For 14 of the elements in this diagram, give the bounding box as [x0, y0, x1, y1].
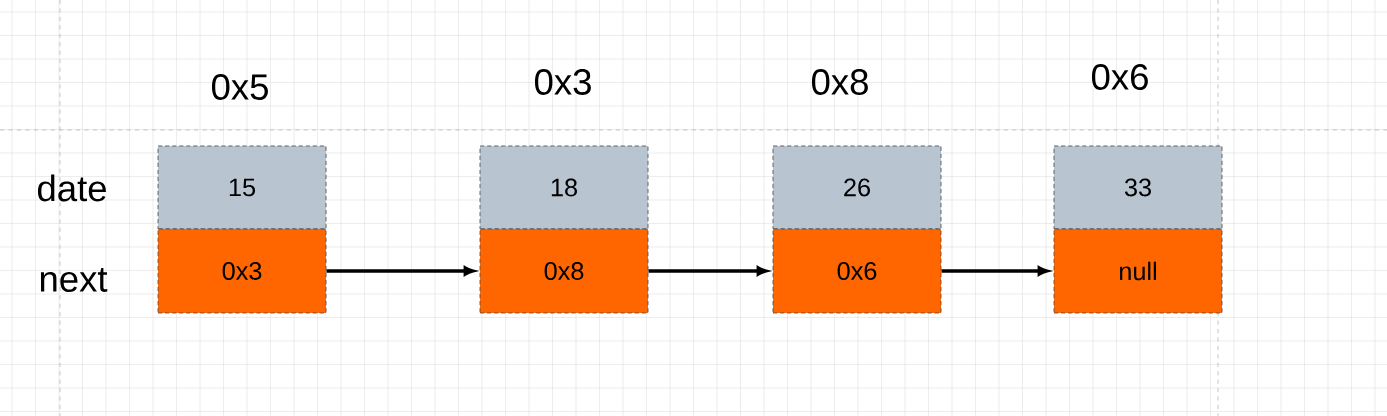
pointer-cell: 0x8 [479, 228, 649, 314]
row-label: next [40, 268, 108, 292]
pointer-cell: 0x3 [157, 228, 327, 314]
address-label: 0x6 [1091, 64, 1148, 90]
data-cell: 26 [772, 145, 942, 230]
address-label: 0x3 [535, 69, 591, 95]
data-cell: 15 [157, 145, 327, 230]
address-label: 0x5 [212, 74, 268, 100]
data-cell: 18 [479, 145, 649, 230]
pointer-cell: 0x6 [772, 228, 942, 314]
data-cell: 33 [1053, 145, 1223, 230]
address-label: 0x8 [812, 69, 868, 95]
row-label: date [38, 174, 106, 202]
pointer-cell: null [1053, 228, 1223, 314]
